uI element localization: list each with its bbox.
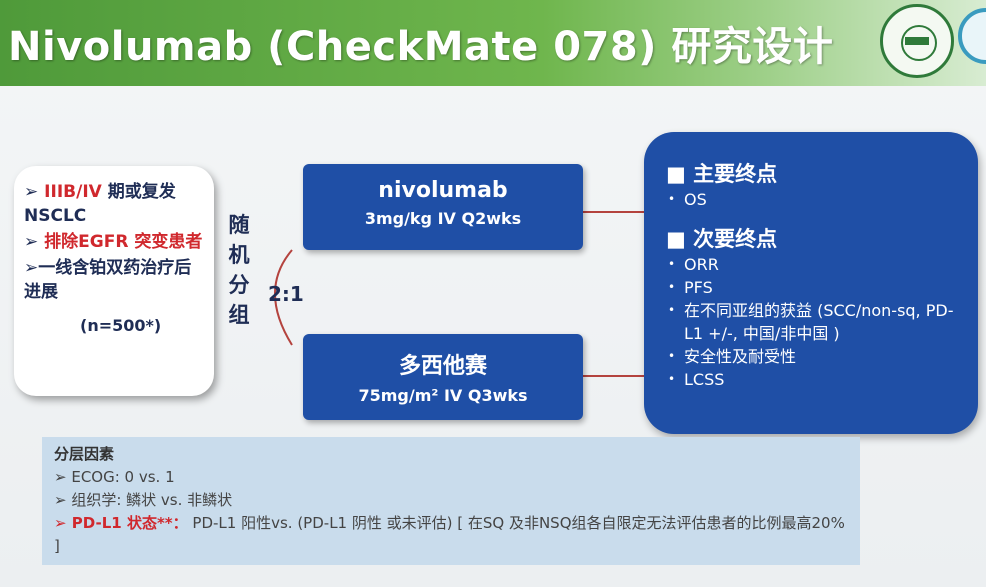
header-banner: Nivolumab (CheckMate 078) 研究设计 (0, 0, 986, 86)
endpoint-item: 安全性及耐受性 (666, 345, 968, 368)
arm-docetaxel: 多西他赛 75mg/m² IV Q3wks (303, 334, 583, 420)
page-title: Nivolumab (CheckMate 078) 研究设计 (8, 24, 834, 70)
endpoint-item: 在不同亚组的获益 (SCC/non-sq, PD-L1 +/-, 中国/非中国 … (666, 299, 968, 345)
stratification-title: 分层因素 (54, 445, 115, 463)
randomization-ratio: 2:1 (268, 282, 304, 306)
arm-dose: 75mg/m² IV Q3wks (358, 386, 528, 405)
stratification-ecog: ➢ ECOG: 0 vs. 1 (54, 468, 175, 486)
endpoints-box: ■ 主要终点 OS ■ 次要终点 ORR PFS 在不同亚组的获益 (SCC/n… (644, 132, 978, 434)
university-seal-logo (880, 4, 954, 78)
randomization-bracket (274, 249, 293, 346)
endpoint-item: PFS (666, 276, 968, 299)
stratification-histology: ➢ 组织学: 鳞状 vs. 非鳞状 (54, 491, 233, 509)
stratification-factors-box: 分层因素 ➢ ECOG: 0 vs. 1 ➢ 组织学: 鳞状 vs. 非鳞状 ➢… (42, 437, 860, 565)
pdl1-text: PD-L1 阳性vs. (PD-L1 阴性 或未评估) [ 在SQ 及非NSQ组… (54, 514, 845, 555)
endpoint-item: LCSS (666, 368, 968, 391)
sample-size: (n=500*) (80, 316, 162, 335)
arm-dose: 3mg/kg IV Q2wks (364, 209, 522, 228)
primary-endpoint-title: ■ 主要终点 (666, 162, 778, 186)
randomization-label: 随机分组 (228, 213, 250, 327)
criterion-1: ➢ IIIB/IV 期或复发 NSCLC (24, 182, 176, 226)
endpoint-item: OS (666, 188, 968, 211)
criterion-3: ➢一线含铂双药治疗后进展 (24, 258, 192, 302)
inclusion-criteria-box: ➢ IIIB/IV 期或复发 NSCLC ➢ 排除EGFR 突变患者 ➢一线含铂… (14, 166, 214, 396)
criterion-2: ➢ 排除EGFR 突变患者 (24, 232, 203, 252)
endpoint-item: ORR (666, 253, 968, 276)
pdl1-label: ➢ PD-L1 状态**： (54, 514, 188, 532)
secondary-endpoint-title: ■ 次要终点 (666, 227, 778, 251)
stratification-pdl1: ➢ PD-L1 状态**： PD-L1 阳性vs. (PD-L1 阴性 或未评估… (54, 512, 848, 558)
arm-name: nivolumab (378, 178, 508, 203)
arm-name: 多西他赛 (398, 354, 487, 379)
arm-nivolumab: nivolumab 3mg/kg IV Q2wks (303, 164, 583, 250)
